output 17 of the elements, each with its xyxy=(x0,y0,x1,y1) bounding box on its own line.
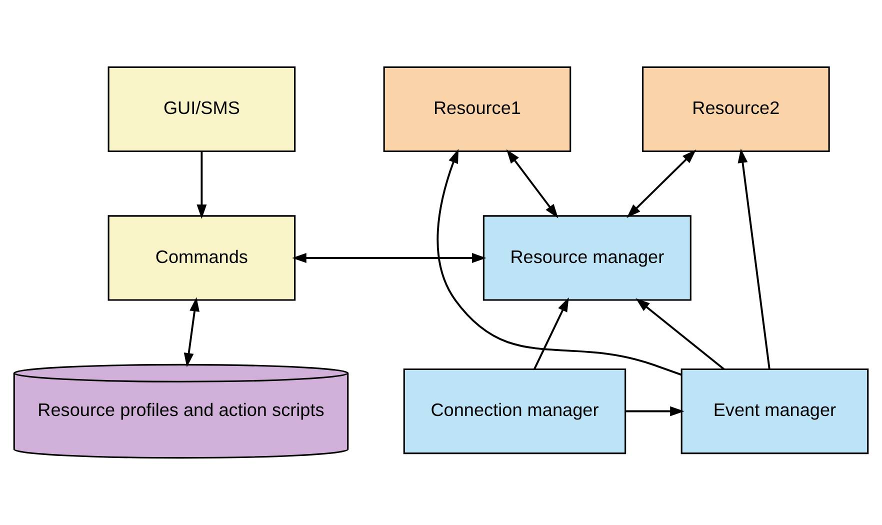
node-box: Resource manager xyxy=(482,215,692,301)
node-box: Event manager xyxy=(680,368,869,454)
node-box: Connection manager xyxy=(403,368,626,454)
arrow xyxy=(636,298,725,370)
arrow xyxy=(184,297,200,368)
arrow xyxy=(738,148,770,370)
node-box: GUI/SMS xyxy=(108,66,296,152)
node-box: Commands xyxy=(108,215,296,301)
arrow xyxy=(436,148,682,376)
arrow xyxy=(292,252,486,263)
arrow xyxy=(625,406,684,416)
arrow xyxy=(533,297,569,370)
node-box: Resource2 xyxy=(642,66,830,152)
arrow xyxy=(506,149,558,218)
arrow xyxy=(626,150,696,218)
node-box: Resource1 xyxy=(383,66,572,152)
arrow xyxy=(196,152,207,219)
